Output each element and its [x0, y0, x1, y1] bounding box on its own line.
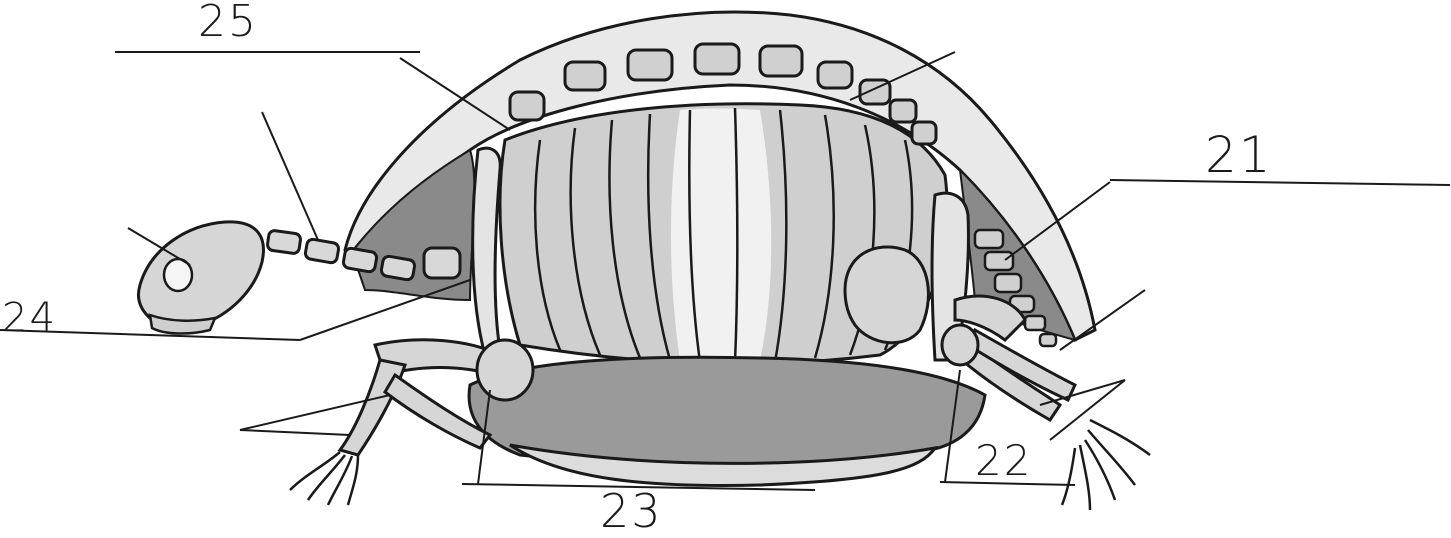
hind-claws	[1062, 420, 1150, 510]
label-23: 23	[600, 488, 663, 534]
label-25: 25	[198, 0, 258, 44]
rib-cage-highlight	[671, 109, 771, 362]
label-21: 21	[1205, 130, 1273, 180]
label-24: 24	[2, 298, 57, 338]
skull	[139, 222, 264, 328]
pelvis-ball	[845, 247, 928, 343]
label-22: 22	[975, 440, 1032, 482]
front-claws	[290, 452, 358, 505]
shoulder-girdle	[473, 148, 501, 355]
